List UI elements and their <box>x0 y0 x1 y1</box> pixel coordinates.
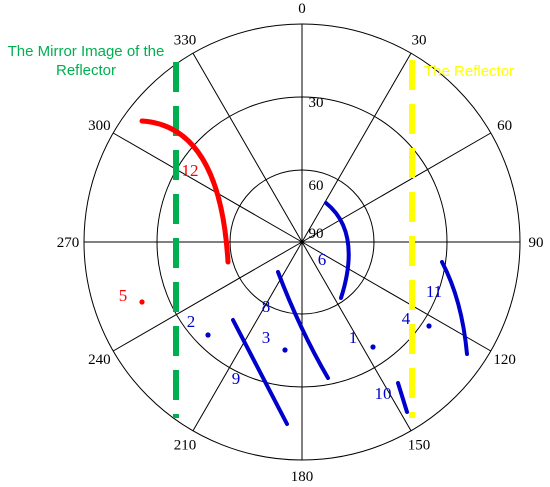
track-8-curve <box>276 270 330 380</box>
track-1-point <box>370 344 376 350</box>
grid-spoke-300 <box>112 132 303 243</box>
angle-label-330: 330 <box>174 32 197 48</box>
angle-label-120: 120 <box>493 352 516 368</box>
angle-label-180: 180 <box>291 469 314 485</box>
track-label-11: 11 <box>426 282 442 301</box>
radial-label-90: 90 <box>309 226 324 242</box>
track-5-point <box>139 299 145 305</box>
angle-label-270: 270 <box>57 235 80 251</box>
angle-label-240: 240 <box>88 352 111 368</box>
grid-spoke-60 <box>301 132 492 243</box>
grid-spoke-240 <box>112 241 303 352</box>
angle-label-60: 60 <box>497 118 512 134</box>
angle-label-150: 150 <box>408 438 431 454</box>
track-label-5: 5 <box>119 286 128 305</box>
grid-spoke-120 <box>301 241 492 352</box>
track-label-9: 9 <box>232 369 241 388</box>
angle-label-0: 0 <box>298 1 306 17</box>
track-label-6: 6 <box>318 250 327 269</box>
radial-label-60: 60 <box>309 178 324 194</box>
grid-spoke-30 <box>301 52 412 243</box>
radial-label-30: 30 <box>309 95 324 111</box>
track-label-10: 10 <box>375 384 392 403</box>
track-label-4: 4 <box>402 309 411 328</box>
track-4-point <box>426 323 432 329</box>
grid-spoke-330 <box>192 52 303 243</box>
track-12-curve <box>139 118 231 265</box>
track-2-point <box>205 332 211 338</box>
track-11-curve <box>440 260 469 356</box>
track-label-2: 2 <box>187 312 196 331</box>
track-label-3: 3 <box>262 328 271 347</box>
track-10-curve <box>396 381 409 414</box>
angle-label-30: 30 <box>412 32 427 48</box>
mirror-image-label: The Mirror Image of the Reflector <box>7 43 165 79</box>
angle-label-210: 210 <box>174 438 197 454</box>
track-label-8: 8 <box>262 297 271 316</box>
angle-label-90: 90 <box>529 235 544 251</box>
track-label-1: 1 <box>349 328 358 347</box>
grid-spoke-210 <box>192 241 303 432</box>
track-6-curve <box>324 201 351 300</box>
grid-spoke-150 <box>301 241 412 432</box>
track-3-point <box>282 347 288 353</box>
angle-label-300: 300 <box>88 118 111 134</box>
track-label-12: 12 <box>182 161 199 180</box>
reflector-label: The Reflector <box>424 63 515 80</box>
track-9-curve <box>231 318 289 426</box>
